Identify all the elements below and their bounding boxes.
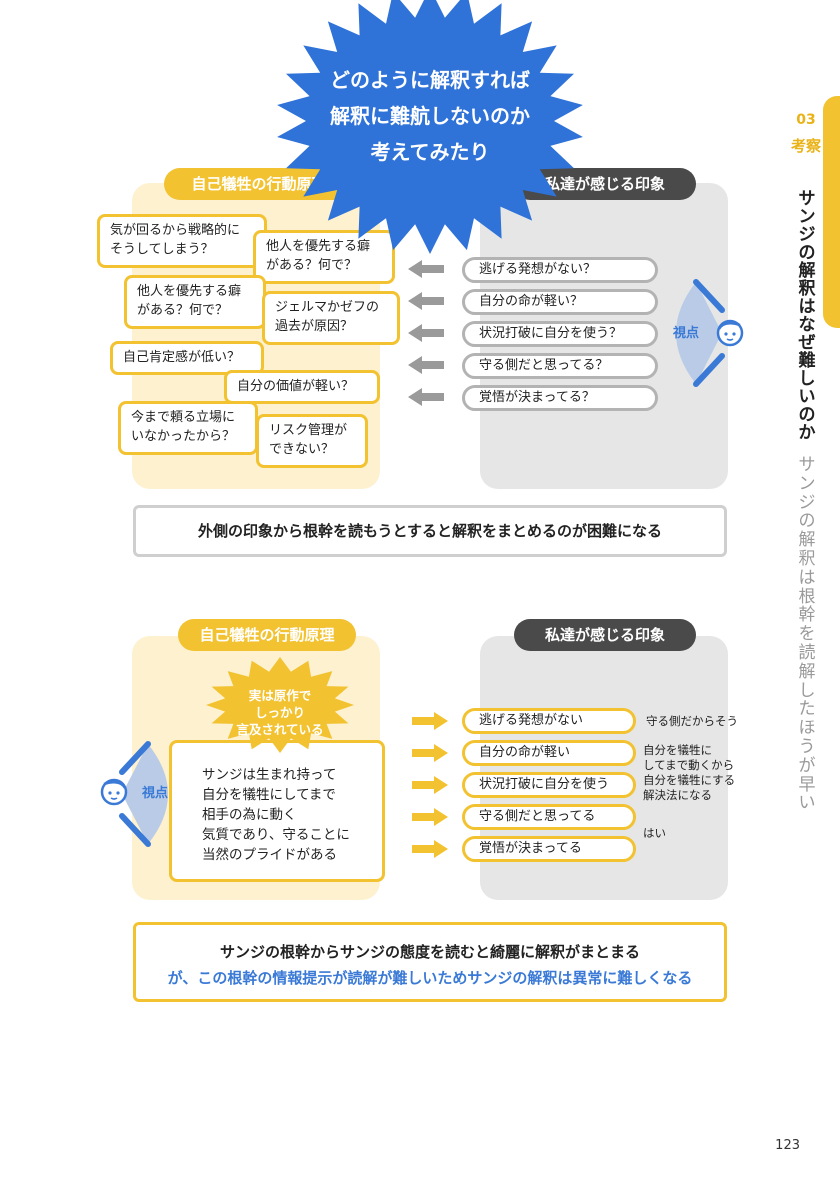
note-text: はい	[643, 826, 666, 840]
face-icon	[716, 319, 744, 347]
root-principle-box: サンジは生まれ持って 自分を犠牲にしてまで 相手の為に動く 気質であり、守ること…	[169, 740, 385, 882]
face-icon	[100, 778, 128, 806]
arrow-right-icon	[412, 712, 448, 730]
page-number: 123	[775, 1138, 800, 1153]
impression-item: 守る側だと思ってる？	[462, 353, 658, 379]
impression-item: 自分の命が軽い？	[462, 289, 658, 315]
impression-item: 状況打破に自分を使う？	[462, 321, 658, 347]
arrow-right-icon	[412, 744, 448, 762]
vertical-title: サンジの解釈はなぜ難しいのか	[798, 189, 816, 443]
viewpoint-lens	[100, 741, 168, 847]
impression-item: 覚悟が決まってる？	[462, 385, 658, 411]
arrow-left-icon	[408, 324, 444, 342]
arrow-left-icon	[408, 260, 444, 278]
arrow-right-icon	[412, 840, 448, 858]
section1-conclusion: 外側の印象から根幹を読もうとすると解釈をまとめるのが困難になる	[133, 505, 727, 557]
reason-box: 今まで頼る立場に いなかったから？	[118, 401, 258, 455]
chapter-number: 03	[796, 112, 816, 128]
section2-left-header: 自己犠牲の行動原理	[178, 619, 356, 651]
reason-box: 自己肯定感が低い？	[110, 341, 264, 375]
arrow-right-icon	[412, 808, 448, 826]
left-arrows	[408, 260, 444, 406]
section2-right-header: 私達が感じる印象	[514, 619, 696, 651]
impression-item: 覚悟が決まってる	[462, 836, 636, 862]
reason-box: 自分の価値が軽い？	[224, 370, 380, 404]
viewpoint-label: 視点	[142, 786, 169, 801]
burst-badge	[277, 0, 583, 254]
section2-conclusion: サンジの根幹からサンジの態度を読むと綺麗に解釈がまとまる が、この根幹の情報提示…	[133, 922, 727, 1002]
reason-box: 他人を優先する癖 がある？何で？	[124, 275, 266, 329]
reason-box: リスク管理が できない？	[256, 414, 368, 468]
viewpoint-lens	[676, 279, 744, 387]
mention-burst	[206, 657, 354, 753]
arrow-left-icon	[408, 388, 444, 406]
impression-item: 自分の命が軽い	[462, 740, 636, 766]
impression-item: 逃げる発想がない？	[462, 257, 658, 283]
vertical-subtitle: サンジの解釈は根幹を読解したほうが早い	[798, 455, 816, 814]
arrow-left-icon	[408, 292, 444, 310]
viewpoint-label: 視点	[673, 326, 700, 341]
chapter-tab	[823, 96, 840, 328]
impression-item: 守る側だと思ってる	[462, 804, 636, 830]
arrow-right-icon	[412, 776, 448, 794]
impression-item: 状況打破に自分を使う	[462, 772, 636, 798]
chapter-word: 考察	[790, 137, 821, 155]
reason-box: 他人を優先する癖 がある？何で？	[253, 230, 395, 284]
note-text: 自分を犠牲に してまで動くから 自分を犠牲にする 解決法になる	[643, 743, 736, 802]
right-arrows	[412, 712, 448, 858]
arrow-left-icon	[408, 356, 444, 374]
burst-text: どのように解釈すれば 解釈に難航しないのか 考えてみたり	[330, 68, 530, 164]
mention-burst-text: 実は原作で しっかり 言及されている	[236, 688, 324, 737]
reason-box: ジェルマかゼフの 過去が原因？	[262, 291, 400, 345]
reason-box: 気が回るから戦略的に そうしてしまう？	[97, 214, 267, 268]
impression-item: 逃げる発想がない	[462, 708, 636, 734]
note-text: 守る側だからそう	[646, 714, 738, 728]
